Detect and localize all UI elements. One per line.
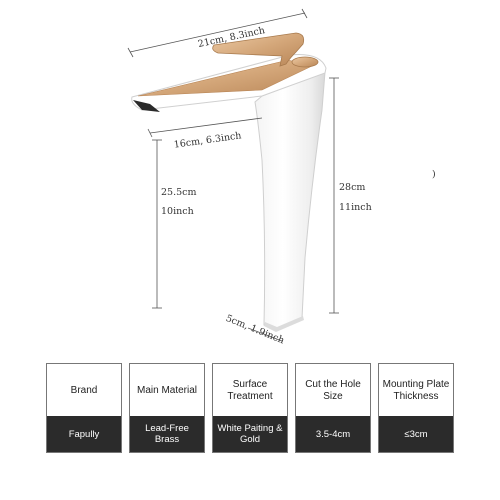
spec-value: Fapully <box>47 416 121 452</box>
spec-value: White Paiting & Gold <box>213 416 287 452</box>
faucet-illustration <box>131 32 327 332</box>
spec-value: Lead-Free Brass <box>130 416 204 452</box>
spec-value: ≤3cm <box>379 416 453 452</box>
dim-reach: 16cm, 6.3inch <box>173 130 242 150</box>
spec-plate-thickness: Mounting Plate Thickness ≤3cm <box>378 363 454 453</box>
spec-value: 3.5-4cm <box>296 416 370 452</box>
spec-label: Surface Treatment <box>227 378 273 402</box>
dim-spout-height-cm: 25.5cm <box>161 187 196 198</box>
spec-label: Mounting Plate Thickness <box>382 378 450 402</box>
spec-brand: Brand Fapully <box>46 363 122 453</box>
dimension-lines <box>127 8 339 342</box>
spec-label: Cut the Hole Size <box>305 378 361 402</box>
spec-surface-treatment: Surface Treatment White Paiting & Gold <box>212 363 288 453</box>
dim-total-height-cm: 28cm <box>339 182 365 193</box>
spec-label: Brand <box>70 384 98 396</box>
spec-hole-size: Cut the Hole Size 3.5-4cm <box>295 363 371 453</box>
dim-spout-height-in: 10inch <box>161 206 194 217</box>
spec-main-material: Main Material Lead-Free Brass <box>129 363 205 453</box>
stray-mark: ) <box>432 169 436 180</box>
dim-total-height-in: 11inch <box>339 202 372 213</box>
spec-label: Main Material <box>136 384 198 396</box>
